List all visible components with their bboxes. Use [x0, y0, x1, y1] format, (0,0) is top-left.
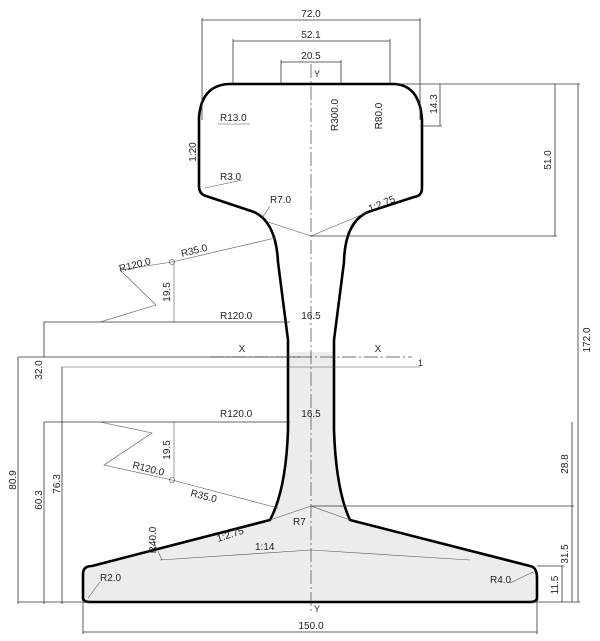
label-r3: R3.0: [220, 172, 242, 183]
left-height-dims: [17, 321, 300, 604]
label-slope-1: 1:2.75: [367, 194, 397, 215]
label-r80: R80.0: [374, 102, 385, 129]
lower-web-construction: [99, 421, 471, 561]
dim-31: 31.5: [560, 544, 571, 564]
leader-r2: [87, 581, 101, 599]
label-195-b: 19.5: [162, 440, 173, 460]
label-r13: R13.0: [220, 113, 247, 124]
dim-20: 20.5: [301, 51, 321, 62]
label-r120-d: R120.0: [131, 460, 165, 479]
axis-x-left: X: [239, 344, 246, 355]
leader-r7: [261, 205, 271, 219]
axis-x-right: X: [375, 344, 382, 355]
label-web-1: 16.5: [301, 311, 321, 322]
label-r120-c: R120.0: [220, 409, 253, 420]
axis-y-bottom: Y: [314, 604, 320, 614]
shaded-section: [83, 352, 537, 602]
label-r300: R300.0: [330, 98, 341, 131]
label-195-a: 19.5: [162, 282, 173, 302]
label-side-slope: 1:20: [188, 142, 199, 162]
top-width-dims: [201, 18, 421, 120]
label-r2: R2.0: [100, 573, 122, 584]
dim-14: 14.3: [429, 94, 440, 114]
label-slope-3: 1:14: [255, 542, 275, 553]
dim-72: 72.0: [301, 9, 321, 20]
label-r120-b: R120.0: [220, 311, 253, 322]
label-r120-a: R120.0: [118, 256, 152, 275]
dim-172: 172.0: [582, 327, 593, 352]
dim-32: 32.0: [34, 360, 45, 380]
dim-80: 80.9: [8, 470, 19, 490]
upper-web-construction: [99, 211, 369, 323]
bottom-width-dim: [82, 602, 538, 634]
leader-r3: [204, 179, 243, 189]
label-web-2: 16.5: [301, 409, 321, 420]
dim-51: 51.0: [543, 150, 554, 170]
axis-y-top: Y: [314, 69, 320, 79]
label-r35-a: R35.0: [180, 243, 209, 260]
label-r4: R4.0: [490, 575, 512, 586]
dim-76: 76.3: [52, 474, 63, 494]
dim-60: 60.3: [34, 490, 45, 510]
label-r40: R40.0: [148, 526, 159, 553]
dim-52: 52.1: [301, 30, 321, 41]
label-r7b: R7: [293, 517, 306, 528]
dim-150: 150.0: [298, 621, 323, 632]
dim-11: 11.5: [550, 575, 561, 594]
label-one: 1: [418, 358, 423, 368]
right-height-dims: [311, 83, 580, 603]
dim-28: 28.8: [560, 454, 571, 474]
leader-r4: [509, 571, 534, 584]
label-r7: R7.0: [270, 195, 292, 206]
